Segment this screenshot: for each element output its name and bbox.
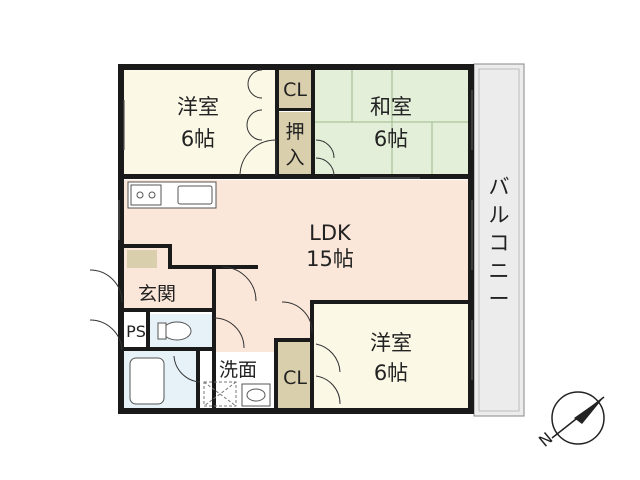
japanese-room-name: 和室 bbox=[370, 95, 412, 119]
balcony-inner-border bbox=[478, 68, 520, 412]
door-swings bbox=[89, 69, 341, 405]
compass-north-label: N bbox=[535, 428, 556, 450]
oshiire-label-2: 入 bbox=[285, 147, 304, 169]
svg-text:コ: コ bbox=[489, 231, 510, 255]
svg-text:ニ: ニ bbox=[489, 259, 510, 283]
closet-bottom bbox=[278, 342, 312, 408]
entrance-label: 玄関 bbox=[138, 283, 176, 305]
western-room-se-name: 洋室 bbox=[370, 331, 412, 355]
western-room-nw-size: 6帖 bbox=[181, 127, 215, 151]
closet-bottom-label: CL bbox=[283, 367, 307, 389]
western-room-nw-name: 洋室 bbox=[177, 95, 219, 119]
entrance-step bbox=[127, 250, 157, 268]
stove-icon bbox=[130, 184, 162, 206]
windows bbox=[118, 90, 473, 380]
western-room-nw bbox=[122, 68, 277, 176]
kitchen-counter bbox=[127, 181, 217, 209]
washing-machine-icon bbox=[203, 381, 237, 407]
svg-text:ー: ー bbox=[489, 287, 510, 311]
closet-top bbox=[278, 68, 312, 110]
walls bbox=[118, 64, 474, 414]
tatami-grid bbox=[313, 68, 470, 176]
balcony-label: バ ル コ ニ ー bbox=[489, 175, 510, 311]
washroom-label: 洗面 bbox=[219, 359, 257, 381]
oshiire bbox=[278, 112, 312, 176]
bathtub-icon bbox=[129, 357, 165, 405]
oshiire-label-1: 押 bbox=[285, 121, 304, 143]
svg-text:バ: バ bbox=[489, 175, 510, 199]
wash-basin-icon bbox=[241, 383, 271, 407]
western-room-se-size: 6帖 bbox=[374, 361, 408, 385]
japanese-room-size: 6帖 bbox=[374, 127, 408, 151]
western-room-se bbox=[313, 304, 470, 408]
closet-top-label: CL bbox=[283, 79, 307, 101]
ps-label: PS bbox=[126, 322, 146, 341]
ldk-room bbox=[122, 180, 470, 408]
sink-icon bbox=[177, 185, 213, 205]
balcony bbox=[473, 63, 525, 417]
toilet-icon bbox=[157, 321, 192, 341]
ldk-name: LDK bbox=[309, 221, 352, 245]
ldk-size: 15帖 bbox=[306, 247, 354, 271]
svg-text:ル: ル bbox=[489, 203, 510, 227]
compass-icon: N bbox=[535, 391, 605, 451]
